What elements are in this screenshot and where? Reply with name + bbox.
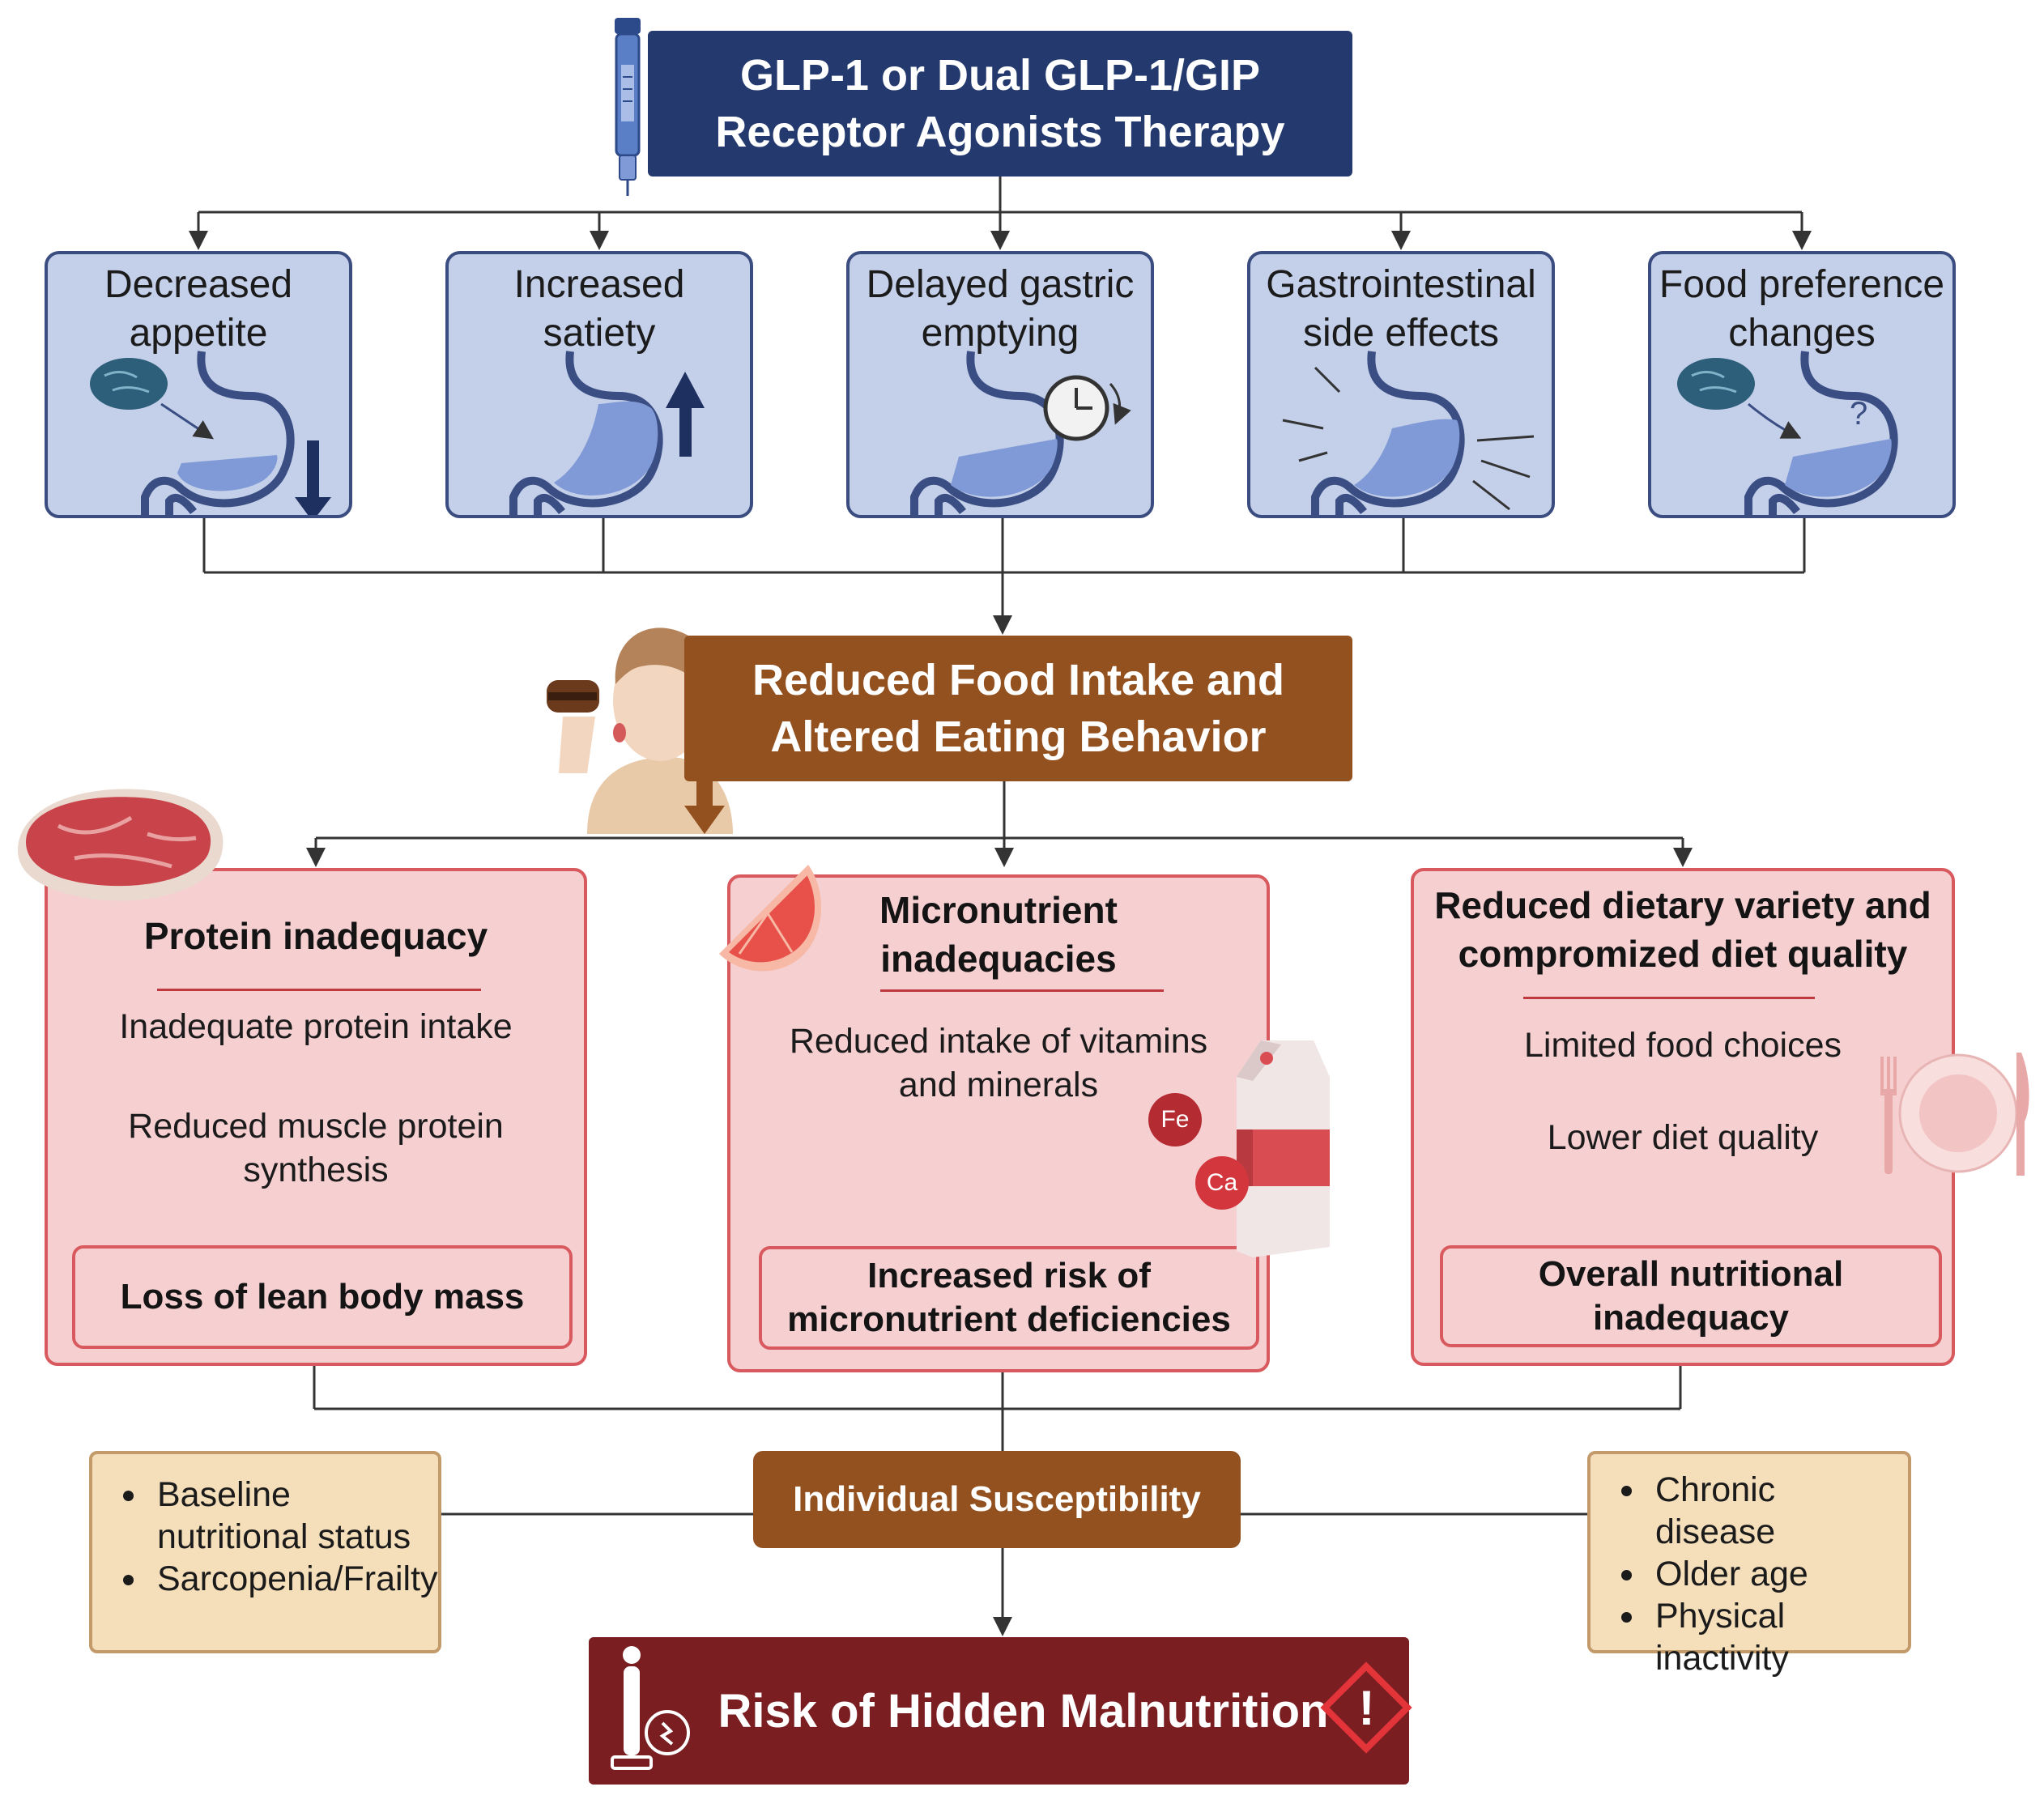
person-scale-icon — [611, 1646, 690, 1770]
panel-result: Loss of lean body mass — [72, 1245, 573, 1349]
warning-mark: ! — [1358, 1681, 1375, 1735]
calcium-badge: Ca — [1195, 1156, 1249, 1210]
steak-icon — [18, 789, 224, 901]
panel-step-1: Inadequate protein intake — [119, 1007, 513, 1046]
iron-badge: Fe — [1148, 1093, 1202, 1146]
panel-step-2: Lower diet quality — [1547, 1118, 1819, 1157]
panel-step-1: Limited food choices — [1524, 1026, 1842, 1065]
panel-divider — [1523, 997, 1815, 999]
factor-item: Chronic disease — [1647, 1469, 1900, 1553]
therapy-title: GLP-1 or Dual GLP-1/GIP Receptor Agonists… — [648, 31, 1352, 177]
plate-cutlery-icon — [1880, 1053, 2029, 1176]
grapefruit-icon — [719, 865, 822, 972]
risk-banner: Risk of Hidden Malnutrition — [589, 1637, 1409, 1785]
panel-divider — [157, 989, 481, 991]
factor-item: Physical inactivity — [1647, 1595, 1900, 1679]
title-line-2: Receptor Agonists Therapy — [715, 108, 1285, 156]
brain-stomach-question-icon: ? — [1677, 351, 1898, 515]
food-intake-line-2: Altered Eating Behavior — [770, 713, 1267, 761]
panel-divider — [880, 989, 1164, 992]
food-intake-line-1: Reduced Food Intake and — [752, 656, 1285, 704]
warning-icon — [1320, 1661, 1412, 1754]
stomach-up-icon — [509, 351, 705, 515]
panel-protein-inadequacy: Protein inadequacy Inadequate protein in… — [45, 868, 587, 1366]
stomach-clock-icon — [910, 351, 1131, 515]
milk-carton-icon — [1237, 1040, 1330, 1257]
pen-injector-icon — [615, 18, 641, 196]
factors-left: Baseline nutritional status Sarcopenia/F… — [89, 1451, 441, 1653]
factor-item: Sarcopenia/Frailty — [149, 1558, 438, 1600]
svg-text:?: ? — [1850, 396, 1867, 432]
brain-stomach-down-icon — [90, 351, 331, 515]
factor-item: Baseline nutritional status — [149, 1474, 430, 1558]
factor-item: Older age — [1647, 1553, 1900, 1595]
title-line-1: GLP-1 or Dual GLP-1/GIP — [739, 51, 1261, 100]
factors-right: Chronic disease Older age Physical inact… — [1587, 1451, 1911, 1678]
individual-susceptibility: Individual Susceptibility — [753, 1451, 1241, 1548]
risk-label: Risk of Hidden Malnutrition — [718, 1684, 1329, 1738]
panel-title: Protein inadequacy — [143, 915, 488, 957]
stomach-pain-icon — [1282, 351, 1535, 515]
